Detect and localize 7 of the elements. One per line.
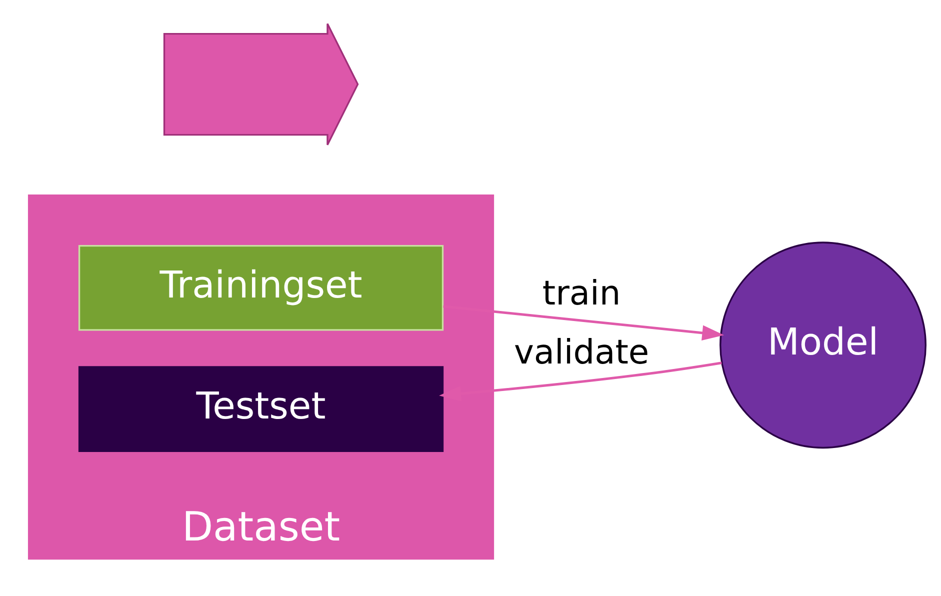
node-arrow <box>163 22 359 146</box>
edge-label: train <box>542 274 621 313</box>
node-box: Trainingset <box>78 245 444 331</box>
arrow <box>443 305 724 341</box>
node-circle: Model <box>720 242 926 449</box>
node-box: Testset <box>78 366 444 452</box>
edge-label: validate <box>514 332 650 372</box>
